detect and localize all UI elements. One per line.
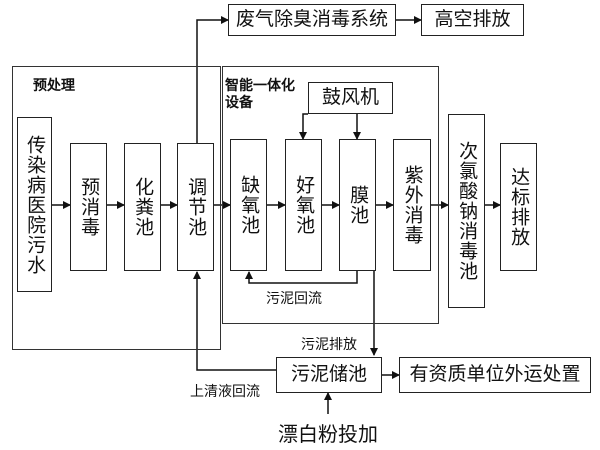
pretreatment-label: 预处理 bbox=[33, 78, 75, 94]
hypochlorite-tank-box: 次氯酸钠消毒池 bbox=[448, 114, 485, 308]
exhaust-system-box: 废气除臭消毒系统 bbox=[228, 4, 396, 36]
pretreatment-group bbox=[12, 66, 221, 350]
qualified-unit-box: 有资质单位外运处置 bbox=[399, 357, 591, 393]
arrow-to-exhaust bbox=[196, 16, 229, 143]
high-altitude-box: 高空排放 bbox=[421, 4, 524, 36]
smart-device-label: 智能一体化设备 bbox=[225, 78, 295, 111]
sludge-discharge-label: 污泥排放 bbox=[301, 337, 357, 353]
smart-device-group bbox=[222, 66, 439, 324]
arrow-blower-to-aerobic bbox=[299, 113, 308, 140]
supernatant-return-label: 上清液回流 bbox=[190, 384, 260, 400]
regulating-tank-box: 调节池 bbox=[177, 143, 214, 271]
blower-box: 鼓风机 bbox=[308, 82, 393, 114]
septic-tank-box: 化粪池 bbox=[124, 143, 161, 271]
bleach-dosing-label: 漂白粉投加 bbox=[278, 422, 378, 446]
aerobic-tank-box: 好氧池 bbox=[285, 139, 322, 271]
supernatant-return-line bbox=[193, 271, 276, 371]
pre-disinfection-box: 预消毒 bbox=[70, 143, 107, 271]
sludge-storage-box: 污泥储池 bbox=[276, 357, 382, 393]
anoxic-tank-box: 缺氧池 bbox=[230, 139, 267, 271]
membrane-tank-box: 膜池 bbox=[339, 139, 376, 271]
sludge-return-label: 污泥回流 bbox=[266, 291, 322, 307]
sludge-return-line bbox=[245, 270, 358, 284]
hospital-wastewater-box: 传染病医院污水 bbox=[17, 117, 52, 292]
uv-disinfection-box: 紫外消毒 bbox=[393, 139, 431, 271]
standard-discharge-box: 达标排放 bbox=[500, 143, 537, 271]
